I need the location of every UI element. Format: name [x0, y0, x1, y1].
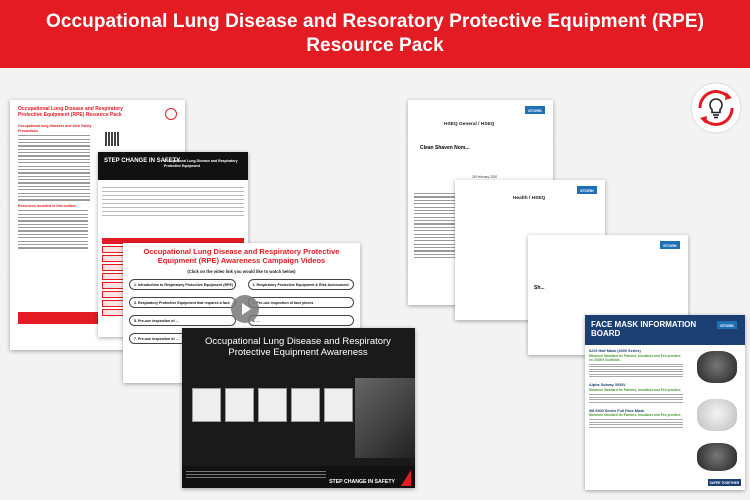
campaign-form-fields [102, 184, 244, 216]
presentation-thumbnails [192, 388, 353, 422]
header-title-line1: Occupational Lung Disease and Resoratory… [45, 11, 705, 32]
thumbnail-5 [324, 388, 353, 422]
presentation-logo: STEP CHANGE IN SAFETY [329, 479, 395, 485]
header-title-line2: Resource Pack [306, 35, 444, 56]
respirator-photo [355, 378, 415, 458]
resource-pack-title: Occupational Lung Disease and Respirator… [18, 106, 124, 118]
face-mask-sections: 6223 Half Mask (4000 Series) Minimum Sta… [589, 349, 683, 434]
thumbnail-1 [192, 388, 221, 422]
campaign-form-header: STEP CHANGE IN SAFETY Occupational Lung … [98, 152, 248, 180]
idea-cycle-icon [690, 82, 742, 134]
video-link-5[interactable]: 5. Pre-use inspection of ... [129, 315, 236, 326]
thumbnail-4 [291, 388, 320, 422]
presentation-footer: STEP CHANGE IN SAFETY [182, 466, 415, 488]
presentation-title: Occupational Lung Disease and Respirator… [205, 336, 391, 358]
step-change-logo: STEP CHANGE IN SAFETY [104, 158, 181, 164]
campaign-form-heading: Occupational Lung Disease and Respirator… [164, 159, 238, 168]
stork-badge: STORK [717, 321, 737, 329]
face-mask-board-title: FACE MASK INFORMATION BOARD [591, 320, 697, 338]
logo-triangle-icon [401, 470, 411, 486]
face-mask-board-document: FACE MASK INFORMATION BOARD STORK 6223 H… [585, 315, 745, 490]
video-link-4[interactable]: 4. Pre-use inspection of face pieces [247, 297, 354, 308]
resource-pack-list-lines [18, 210, 88, 249]
thumbnail-2 [225, 388, 254, 422]
face-mask-board-header: FACE MASK INFORMATION BOARD STORK [585, 315, 745, 345]
video-link-2[interactable]: 2. Respiratory Protective Equipment & Ri… [247, 279, 354, 290]
mask-section-3: 3M 6000 Series Full Face Mask Minimum St… [589, 409, 683, 429]
presentation-disclaimer-lines [186, 469, 326, 480]
mask-section-1: 6223 Half Mask (4000 Series) Minimum Sta… [589, 349, 683, 378]
qr-code [105, 132, 119, 146]
stork-badge: STORK [660, 241, 680, 249]
video-link-6[interactable]: 6. ... [247, 315, 354, 326]
resource-pack-icon [165, 108, 177, 120]
full-face-mask-image [697, 443, 737, 471]
resource-pack-section2: Resources included in this toolbox [18, 203, 77, 208]
play-icon[interactable] [231, 295, 259, 323]
hseq-general-subheading: Clean Shaven Nom... [420, 145, 470, 151]
mask-section-2: Alpha Solway 3030V Minimum Standard for … [589, 383, 683, 403]
campaign-videos-title: Occupational Lung Disease and Respirator… [143, 247, 340, 265]
video-link-1[interactable]: 1. Introduction to Respiratory Protectiv… [129, 279, 236, 290]
half-mask-image [697, 351, 737, 383]
page-header: Occupational Lung Disease and Resoratory… [0, 0, 750, 68]
safer-together-logo: SAFER TOGETHER [707, 479, 741, 486]
resource-pack-section1: Occupational lung diseases and their Saf… [18, 124, 92, 133]
video-link-grid: 1. Introduction to Respiratory Protectiv… [129, 279, 354, 344]
hseq-third-heading: Sh... [534, 285, 545, 291]
campaign-form-band [102, 238, 244, 244]
hseq-general-heading: HSEQ General / HSEQ [444, 122, 495, 127]
thumbnail-3 [258, 388, 287, 422]
stork-badge: STORK [577, 186, 597, 194]
hseq-health-heading: Health / HSEQ [513, 196, 546, 201]
resource-pack-text-lines [18, 135, 90, 201]
stork-badge: STORK [525, 106, 545, 114]
presentation-document: Occupational Lung Disease and Respirator… [182, 328, 415, 488]
disposable-mask-image [697, 399, 737, 431]
video-link-3[interactable]: 3. Respiratory Protective Equipment that… [129, 297, 236, 308]
hseq-general-date: 28 February 2020 [472, 175, 498, 179]
campaign-videos-subtitle: (Click on the video link you would like … [187, 269, 296, 274]
